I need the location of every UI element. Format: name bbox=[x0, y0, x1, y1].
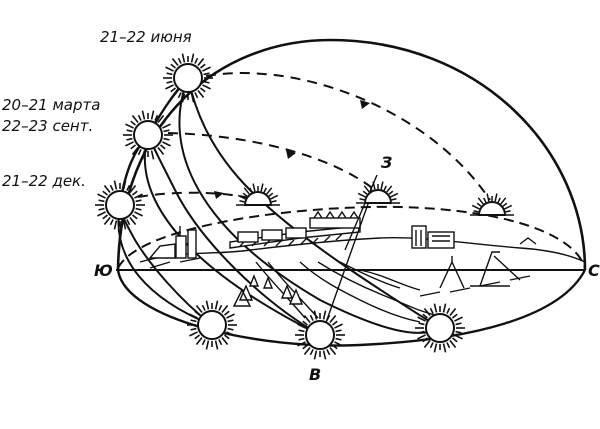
arrow-winter bbox=[214, 191, 224, 199]
landscape bbox=[139, 210, 586, 323]
sun-path-summer-front bbox=[178, 77, 441, 334]
sun-path-equinox-back bbox=[167, 132, 376, 191]
label-west: З bbox=[380, 153, 392, 172]
sun-path-summer-back bbox=[205, 72, 491, 201]
sun-icon bbox=[123, 110, 173, 160]
label-south: Ю bbox=[94, 261, 113, 280]
label-equinox-sept: 22–23 сент. bbox=[2, 117, 93, 135]
label-summer-solstice: 21–22 июня bbox=[100, 28, 192, 46]
label-equinox-march: 20–21 марта bbox=[2, 96, 100, 114]
sunrise-half-sun-icon bbox=[356, 181, 400, 204]
sun-path-east-summer bbox=[187, 77, 441, 329]
arrow-equinox bbox=[286, 150, 296, 159]
label-east: В bbox=[309, 365, 321, 384]
sun-path-equinox-front bbox=[143, 134, 321, 336]
sun-icon bbox=[163, 53, 213, 103]
sun-icon bbox=[295, 310, 345, 360]
west-pointer-line bbox=[344, 174, 378, 251]
sunrise-half-sun-icon bbox=[236, 183, 280, 206]
horizon-ellipse-back bbox=[117, 205, 586, 269]
label-north: С bbox=[588, 261, 600, 280]
arrow-summer bbox=[360, 100, 370, 109]
sun-icon bbox=[95, 180, 145, 230]
sun-icon bbox=[187, 300, 237, 350]
label-winter-solstice: 21–22 дек. bbox=[2, 172, 86, 190]
sunrise-half-sun-icon bbox=[470, 193, 514, 216]
horizon-ellipse-front bbox=[116, 269, 587, 347]
sun-icon bbox=[415, 303, 465, 353]
